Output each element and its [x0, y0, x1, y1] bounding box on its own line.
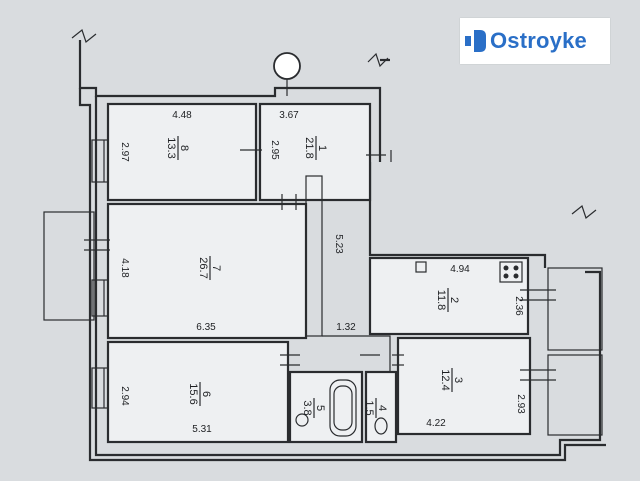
- room-4: [364, 370, 398, 444]
- room-3-height: 2.93: [515, 394, 526, 414]
- svg-text:7: 7: [210, 265, 222, 271]
- svg-text:15.6: 15.6: [187, 383, 199, 404]
- room-3-tag: 3 12.4: [439, 368, 464, 392]
- room-5: [288, 370, 364, 444]
- svg-text:21.8: 21.8: [303, 137, 315, 158]
- room-8-height: 2.97: [119, 142, 130, 162]
- room-1-tag: 1 21.8: [303, 136, 328, 160]
- brand-name: Ostroyke: [490, 28, 587, 53]
- door-marks: [84, 149, 556, 381]
- room-2-height: 2.36: [513, 296, 524, 316]
- room-7-height: 4.18: [119, 258, 130, 278]
- ventilation-shaft: [273, 52, 301, 80]
- room-2-width: 4.94: [450, 264, 470, 275]
- bathtub: [329, 379, 357, 437]
- room-6-height: 2.94: [119, 386, 130, 406]
- corridor-length: 5.23: [333, 234, 344, 254]
- room-3: [396, 336, 532, 436]
- svg-text:3.8: 3.8: [301, 400, 313, 415]
- room-1: [258, 102, 372, 202]
- svg-text:26.7: 26.7: [197, 257, 209, 278]
- svg-text:1.5: 1.5: [363, 400, 375, 415]
- wall-break-marks: [71, 28, 597, 220]
- sink-icon: [295, 413, 309, 427]
- svg-text:12.4: 12.4: [439, 369, 451, 390]
- svg-text:1: 1: [316, 145, 328, 151]
- room-1-width: 3.67: [279, 110, 299, 121]
- svg-text:6: 6: [200, 391, 212, 397]
- room-8-tag: 8 13.3: [165, 136, 190, 160]
- room-8-width: 4.48: [172, 110, 192, 121]
- balcony-left: [43, 211, 95, 321]
- room-5-tag: 5 3.8: [301, 398, 326, 418]
- room-6-width: 5.31: [192, 424, 212, 435]
- brand-mark-icon: [460, 18, 490, 64]
- room-2-tag: 2 11.8: [435, 288, 460, 312]
- room-4-tag: 4 1.5: [363, 398, 388, 418]
- room-6-tag: 6 15.6: [187, 382, 212, 406]
- toilet-icon: [374, 417, 388, 435]
- outer-walls: [43, 40, 606, 462]
- svg-text:8: 8: [178, 145, 190, 151]
- svg-text:11.8: 11.8: [435, 290, 447, 311]
- svg-text:4: 4: [376, 405, 388, 411]
- room-8: [106, 102, 258, 202]
- room-7-tag: 7 26.7: [197, 256, 222, 280]
- windows-left: [91, 139, 109, 409]
- svg-text:5: 5: [314, 405, 326, 411]
- stove-icon: [499, 261, 523, 283]
- room-2: [368, 256, 530, 336]
- svg-text:3: 3: [452, 377, 464, 383]
- room-3-width: 4.22: [426, 418, 446, 429]
- room-7-width: 6.35: [196, 322, 216, 333]
- room-1-height: 2.95: [269, 140, 280, 160]
- balcony-right-lower: [547, 354, 603, 436]
- corridor-width: 1.32: [336, 322, 356, 333]
- room-7: [106, 202, 308, 340]
- svg-text:2: 2: [448, 297, 460, 303]
- svg-text:13.3: 13.3: [165, 137, 177, 158]
- brand-logo: Ostroyke: [460, 18, 610, 64]
- balcony-right: [547, 267, 603, 351]
- kitchen-sink-icon: [415, 261, 427, 273]
- corridor-partition: [305, 175, 323, 337]
